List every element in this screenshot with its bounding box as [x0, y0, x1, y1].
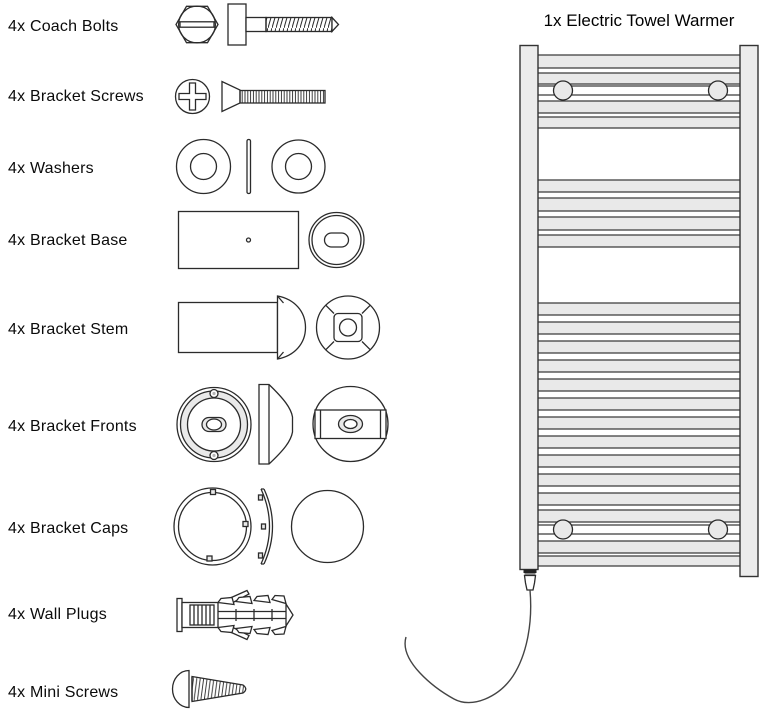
mini-screw-side-view: [171, 669, 247, 709]
bracket-front-back-view: [176, 386, 252, 463]
part-label-coach-bolts: 4x Coach Bolts: [8, 18, 119, 35]
part-label-wall-plugs: 4x Wall Plugs: [8, 606, 107, 623]
bracket-front-side-view: [258, 383, 294, 465]
bracket-fronts-drawing: [176, 383, 389, 465]
towel-bar: [536, 234, 742, 248]
right-rail: [739, 44, 759, 578]
coach-bolt-side-view: [227, 3, 340, 46]
bracket-cap-front-view: [290, 489, 365, 564]
towel-bar: [536, 555, 742, 567]
towel-bar: [536, 359, 742, 373]
towel-bar: [536, 302, 742, 316]
wall-plug-drawing: [176, 589, 294, 641]
bracket-base-side-view: [177, 210, 300, 270]
bracket-front-front-view: [312, 385, 389, 463]
bracket-stem-drawing: [177, 295, 381, 360]
mini-screw-drawing: [171, 669, 247, 709]
coach-bolt-drawing: [175, 3, 340, 46]
part-label-washers: 4x Washers: [8, 160, 94, 177]
towel-bar: [536, 340, 742, 354]
towel-bar: [536, 100, 742, 114]
towel-bar: [536, 54, 742, 69]
part-label-bracket-stem: 4x Bracket Stem: [8, 321, 129, 338]
part-label-bracket-base: 4x Bracket Base: [8, 232, 128, 249]
towel-bar: [536, 216, 742, 231]
electric-element: [523, 569, 537, 591]
part-label-bracket-fronts: 4x Bracket Fronts: [8, 418, 137, 435]
bracket-base-drawing: [177, 210, 365, 270]
wall-plug-expansion: [216, 589, 294, 641]
bracket-screw-front-view: [174, 78, 211, 115]
bracket-mount-points: [552, 80, 729, 540]
washers-drawing: [175, 138, 326, 195]
washer-side-view: [246, 138, 252, 195]
bracket-cap-side-view: [257, 488, 274, 565]
towel-bar: [536, 435, 742, 449]
towel-bar: [536, 197, 742, 212]
bracket-screw-drawing: [174, 78, 326, 115]
bracket-cap-back-view: [173, 487, 252, 566]
towel-bar: [536, 454, 742, 468]
left-rail: [519, 44, 539, 571]
towel-bar: [536, 492, 742, 506]
bracket-stem-front-view: [315, 295, 381, 360]
towel-bar: [536, 473, 742, 487]
towel-bar: [536, 416, 742, 430]
wall-plug-body: [176, 597, 219, 633]
towel-bar: [536, 509, 742, 523]
washer-front-view-2: [271, 139, 326, 194]
coach-bolt-front-view: [175, 5, 219, 44]
towel-bar: [536, 116, 742, 129]
bracket-base-front-view: [308, 211, 365, 269]
towel-bar: [536, 540, 742, 554]
power-cable: [404, 589, 532, 704]
towel-warmer-drawing: [404, 44, 759, 704]
towel-bar: [536, 378, 742, 392]
bracket-screw-side-view: [221, 80, 326, 113]
towel-bar: [536, 179, 742, 193]
washer-front-view: [175, 138, 232, 195]
part-label-bracket-caps: 4x Bracket Caps: [8, 520, 129, 537]
towel-bar: [536, 321, 742, 335]
towel-warmer-title: 1x Electric Towel Warmer: [543, 11, 735, 30]
towel-bar: [536, 397, 742, 411]
bracket-stem-side-view: [177, 295, 307, 360]
part-label-mini-screws: 4x Mini Screws: [8, 684, 119, 701]
part-label-bracket-screws: 4x Bracket Screws: [8, 88, 144, 105]
towel-warmer-bars: [536, 54, 742, 567]
bracket-caps-drawing: [173, 487, 365, 566]
